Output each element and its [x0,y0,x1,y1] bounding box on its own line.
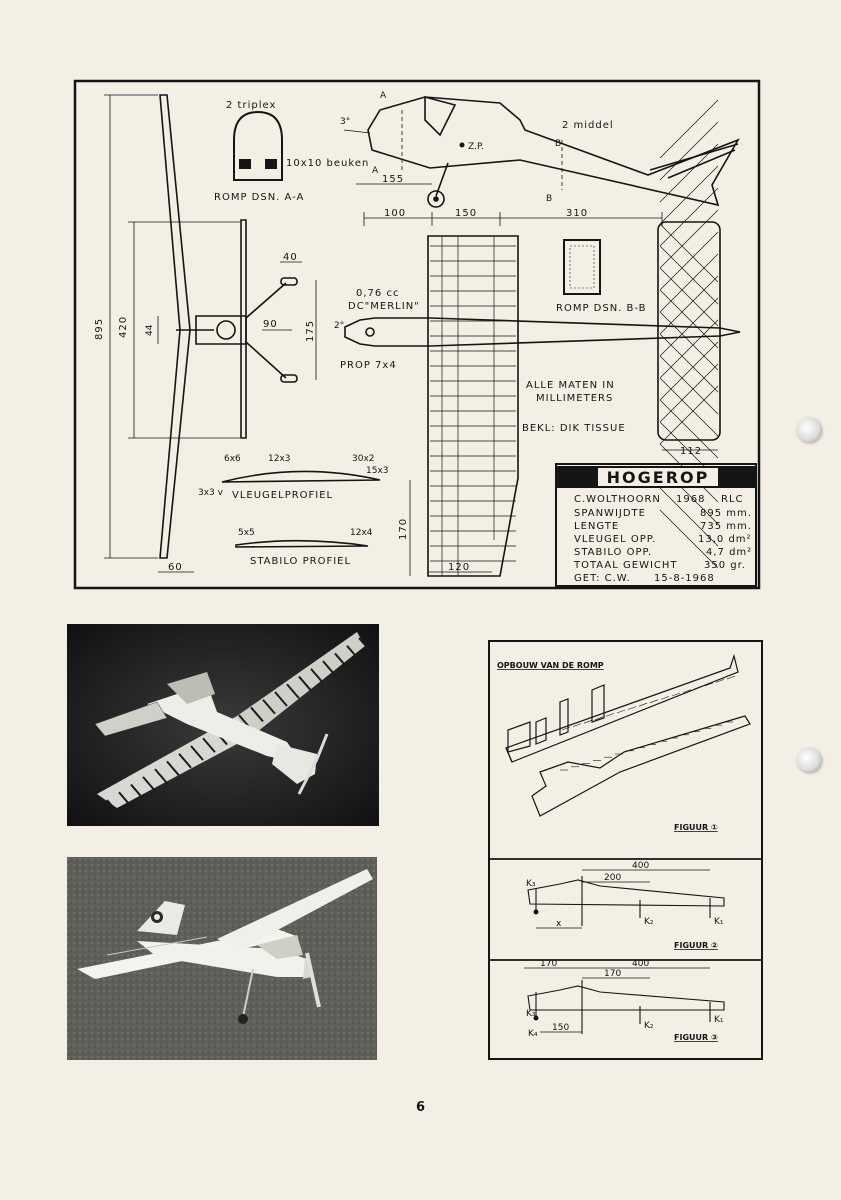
wing-profile-title: VLEUGELPROFIEL [232,490,333,501]
mark-a-bottom: A [372,166,379,176]
designer: C.WOLTHOORN [574,494,661,505]
note-units-1: ALLE MATEN IN [526,380,615,391]
stab-profile-l1: 5x5 [238,528,255,538]
top-view-wing [159,94,298,559]
fig3-400: 400 [632,959,649,969]
punch-hole-bottom [797,748,821,772]
mark-a-top: A [380,91,387,101]
stab-profile-title: STABILO PROFIEL [250,556,351,567]
wing-ribs [430,236,516,576]
dim-150: 150 [455,208,477,219]
dim-420: 420 [118,316,129,338]
prop-label: PROP 7x4 [340,360,397,371]
wing-profile-l3: 30x2 [352,454,375,464]
mark-b-bottom: B [546,194,552,204]
stab-lattice [659,99,719,569]
club: RLC [721,494,744,505]
fig2-200: 200 [604,873,621,883]
fig1-wood-grain [560,675,736,771]
spec-label-0: SPANWIJDTE [574,508,646,519]
photo-finished-model [67,857,377,1060]
section-aa-side-label: 10x10 beuken [286,158,369,169]
dim-60: 60 [168,562,183,573]
fig3-diagram [524,967,725,1034]
model-name: HOGEROP [607,468,710,487]
fig3-170a: 170 [540,959,557,969]
side-thrust-label: 3° [340,117,350,127]
note-covering: BEKL: DIK TISSUE [522,423,626,434]
dim-310: 310 [566,208,588,219]
dim-170: 170 [398,518,409,540]
section-aa-top-label: 2 triplex [226,100,276,111]
dim-100: 100 [384,208,406,219]
fig3-k2: K₂ [644,1021,654,1031]
dim-120: 120 [448,562,470,573]
side-view-fuselage [367,95,740,208]
spec-value-0: 895 mm. [700,508,752,519]
fig2-k3: K₃ [526,879,536,889]
photo-framework [67,624,379,826]
dim-175: 175 [305,320,316,342]
spec-label-3: STABILO OPP. [574,547,652,558]
fig3-150: 150 [552,1023,569,1033]
note-units-2: MILLIMETERS [536,393,613,404]
stab-profile-shape [235,539,369,548]
fig3-k4: K₄ [528,1029,538,1039]
spars-label: 2 middel [562,120,614,131]
model-plan-drawing: 895 420 44 60 40 90 175 2 triplex 10x10 … [73,79,761,590]
spec-value-2: 13,0 dm² [698,534,752,545]
fig2-k1: K₁ [714,917,724,927]
year: 1968 [676,494,705,505]
section-aa [233,110,283,181]
fig1-heading: OPBOUW VAN DE ROMP [497,661,604,670]
mark-b-top: B [555,139,561,149]
fig3-k1: K₁ [714,1015,724,1025]
wing-profile-l4: 15x3 [366,466,389,476]
spec-value-3: 4,7 dm² [706,547,752,558]
wing-profile-l2: 12x3 [268,454,291,464]
fig2-diagram [527,869,725,929]
spec-label-1: LENGTE [574,521,619,532]
cg-label: Z.P. [468,142,484,152]
dim-155: 155 [382,174,404,185]
section-bb-title: ROMP DSN. B-B [556,303,647,314]
fig3-k3: K₃ [526,1009,536,1019]
page-number: 6 [415,1100,426,1115]
spec-value-4: 350 gr. [704,560,746,571]
fig2-400: 400 [632,861,649,871]
wing-profile-shape [221,470,381,483]
punch-hole-top [797,418,821,442]
fig2-caption: FIGUUR ② [674,941,718,950]
wing-profile-l1: 6x6 [224,454,241,464]
spec-label-2: VLEUGEL OPP. [574,534,656,545]
engine-name: DC"MERLIN" [348,301,420,312]
fig2-x: x [556,919,562,929]
plan-view [344,221,741,577]
fig2-k2: K₂ [644,917,654,927]
fig1-caption: FIGUUR ① [674,823,718,832]
fig3-caption: FIGUUR ③ [674,1033,718,1042]
dim-span: 895 [94,318,105,340]
drawn-by: GET: C.W. [574,573,631,584]
spec-value-1: 735 mm. [700,521,752,532]
dim-112: 112 [680,446,702,457]
engine-size: 0,76 cc [356,288,399,299]
dim-40: 40 [283,252,298,263]
engine-thrust: 2° [334,321,344,331]
dim-90: 90 [263,319,278,330]
wing-profile-l5: 3x3 v [198,488,224,498]
figure-panel: OPBOUW VAN DE ROMP FIGUUR ① 400 200 x K₃… [488,640,763,1060]
section-aa-title: ROMP DSN. A-A [214,192,304,203]
stab-profile-l2: 12x4 [350,528,373,538]
dim-44: 44 [145,324,155,336]
title-block: HOGEROP C.WOLTHOORN 1968 RLC SPANWIJDTE … [555,463,757,587]
spec-label-4: TOTAAL GEWICHT [573,560,678,571]
drawn-date: 15-8-1968 [654,573,715,584]
fig3-170b: 170 [604,969,621,979]
fig1-fuselage-sides [505,653,751,817]
